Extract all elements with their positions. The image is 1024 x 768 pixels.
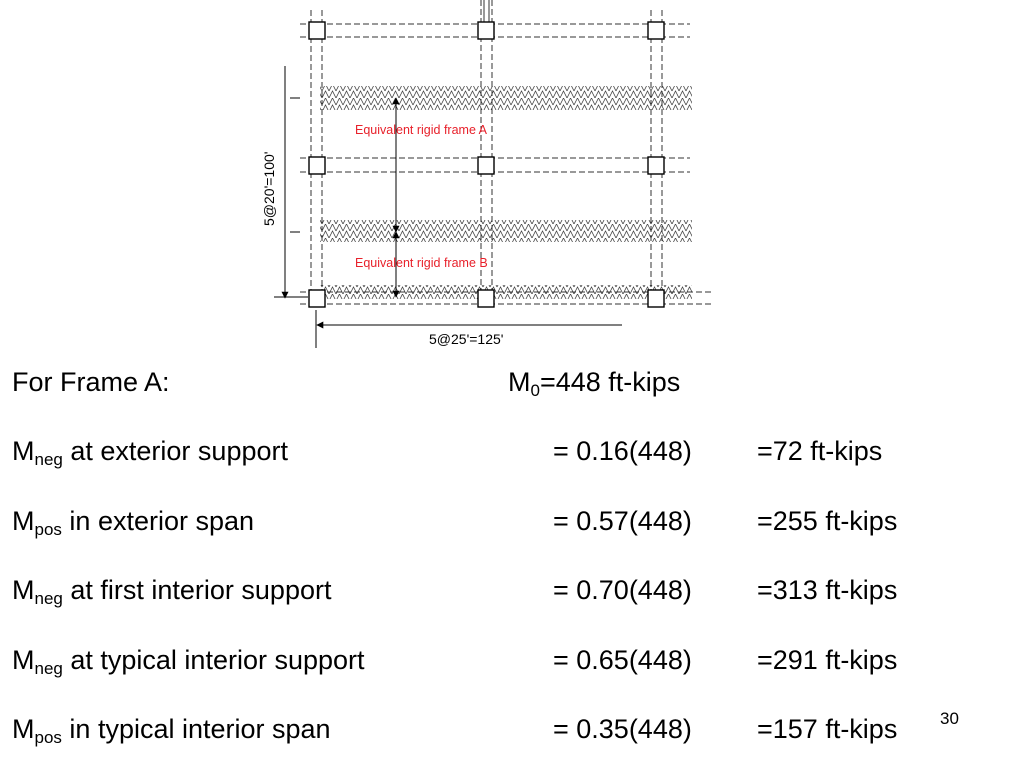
slide-number: 30 <box>940 709 959 728</box>
frame-a-label: Equivalent rigid frame A <box>355 123 488 137</box>
moment-description: at typical interior support <box>62 645 365 675</box>
m0-equals: =448 ft-kips <box>539 367 681 397</box>
column-top-continuation <box>483 0 490 22</box>
frame-b-label: Equivalent rigid frame B <box>355 256 488 270</box>
moment-row-label: Mpos in typical interior span <box>12 713 331 747</box>
frame-boundary-hatch-bottom <box>320 285 692 299</box>
moment-row-label: Mneg at exterior support <box>12 435 288 469</box>
moment-subscript: neg <box>34 589 63 608</box>
moment-symbol: M <box>12 436 35 466</box>
vertical-dimension-label: 5@20'=100' <box>261 152 277 226</box>
moment-row-label: Mneg at typical interior support <box>12 644 365 678</box>
moment-symbol: M <box>12 575 35 605</box>
floor-plan-diagram: Equivalent rigid frame A Equivalent rigi… <box>261 0 712 348</box>
moment-factor: = 0.16(448) <box>553 436 692 466</box>
moment-subscript: pos <box>34 520 62 539</box>
moment-result: =255 ft-kips <box>757 506 898 536</box>
horizontal-dimension-line <box>315 310 622 348</box>
m0-symbol: M <box>508 367 531 397</box>
moment-symbol: M <box>12 645 35 675</box>
moment-symbol: M <box>12 714 35 744</box>
moment-factor: = 0.35(448) <box>553 714 692 744</box>
moment-description: at first interior support <box>62 575 332 605</box>
columns <box>308 21 665 308</box>
m0-subscript: 0 <box>530 381 540 400</box>
moment-description: in typical interior span <box>61 714 331 744</box>
moment-row-label: Mneg at first interior support <box>12 574 332 608</box>
moment-symbol: M <box>12 506 35 536</box>
moment-subscript: neg <box>34 659 63 678</box>
frame-a-title: For Frame A: <box>12 367 170 397</box>
moment-result: =291 ft-kips <box>757 645 898 675</box>
moment-subscript: pos <box>34 728 62 747</box>
vertical-dimension-line <box>274 66 308 299</box>
moment-factor: = 0.65(448) <box>553 645 692 675</box>
moment-result: =313 ft-kips <box>757 575 898 605</box>
frame-boundary-hatch-top <box>320 86 692 110</box>
moment-result: =157 ft-kips <box>757 714 898 744</box>
moment-factor: = 0.57(448) <box>553 506 692 536</box>
moment-result: =72 ft-kips <box>757 436 883 466</box>
frame-boundary-hatch-middle <box>320 220 692 242</box>
m0-value: M0=448 ft-kips <box>508 366 681 400</box>
moment-description: at exterior support <box>62 436 288 466</box>
moment-subscript: neg <box>34 450 63 469</box>
horizontal-dimension-label: 5@25'=125' <box>429 331 503 347</box>
beam-lines <box>300 0 712 305</box>
moment-row-label: Mpos in exterior span <box>12 505 255 539</box>
moment-factor: = 0.70(448) <box>553 575 692 605</box>
moment-description: in exterior span <box>61 506 255 536</box>
